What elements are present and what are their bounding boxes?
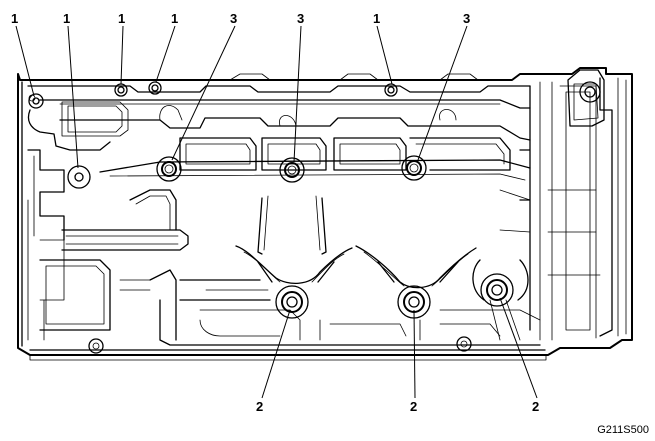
callout-1a: 1	[11, 11, 18, 26]
gallery-plugs	[156, 155, 427, 183]
top-flange	[27, 73, 531, 151]
callout-2a: 2	[256, 399, 263, 414]
left-side-structure	[27, 149, 189, 341]
callout-1c: 1	[118, 11, 125, 26]
callout-1b: 1	[63, 11, 70, 26]
callout-3b: 3	[297, 11, 304, 26]
bore-pockets	[99, 137, 531, 181]
block-outline	[17, 67, 633, 361]
leader-lines	[15, 25, 538, 399]
lower-crank-webs	[159, 195, 541, 346]
callout-3a: 3	[230, 11, 237, 26]
callout-3c: 3	[463, 11, 470, 26]
main-bearing-bolts	[275, 273, 514, 319]
figure-id: G211S500	[597, 424, 649, 436]
callout-2c: 2	[532, 399, 539, 414]
bolt-holes	[28, 81, 398, 189]
callout-1e: 1	[373, 11, 380, 26]
callout-2b: 2	[410, 399, 417, 414]
misc-holes	[28, 81, 601, 354]
right-side-structure	[499, 69, 605, 331]
callout-1d: 1	[171, 11, 178, 26]
callout-labels: 1 1 1 1 3 3 1 3 2 2 2	[11, 11, 539, 414]
